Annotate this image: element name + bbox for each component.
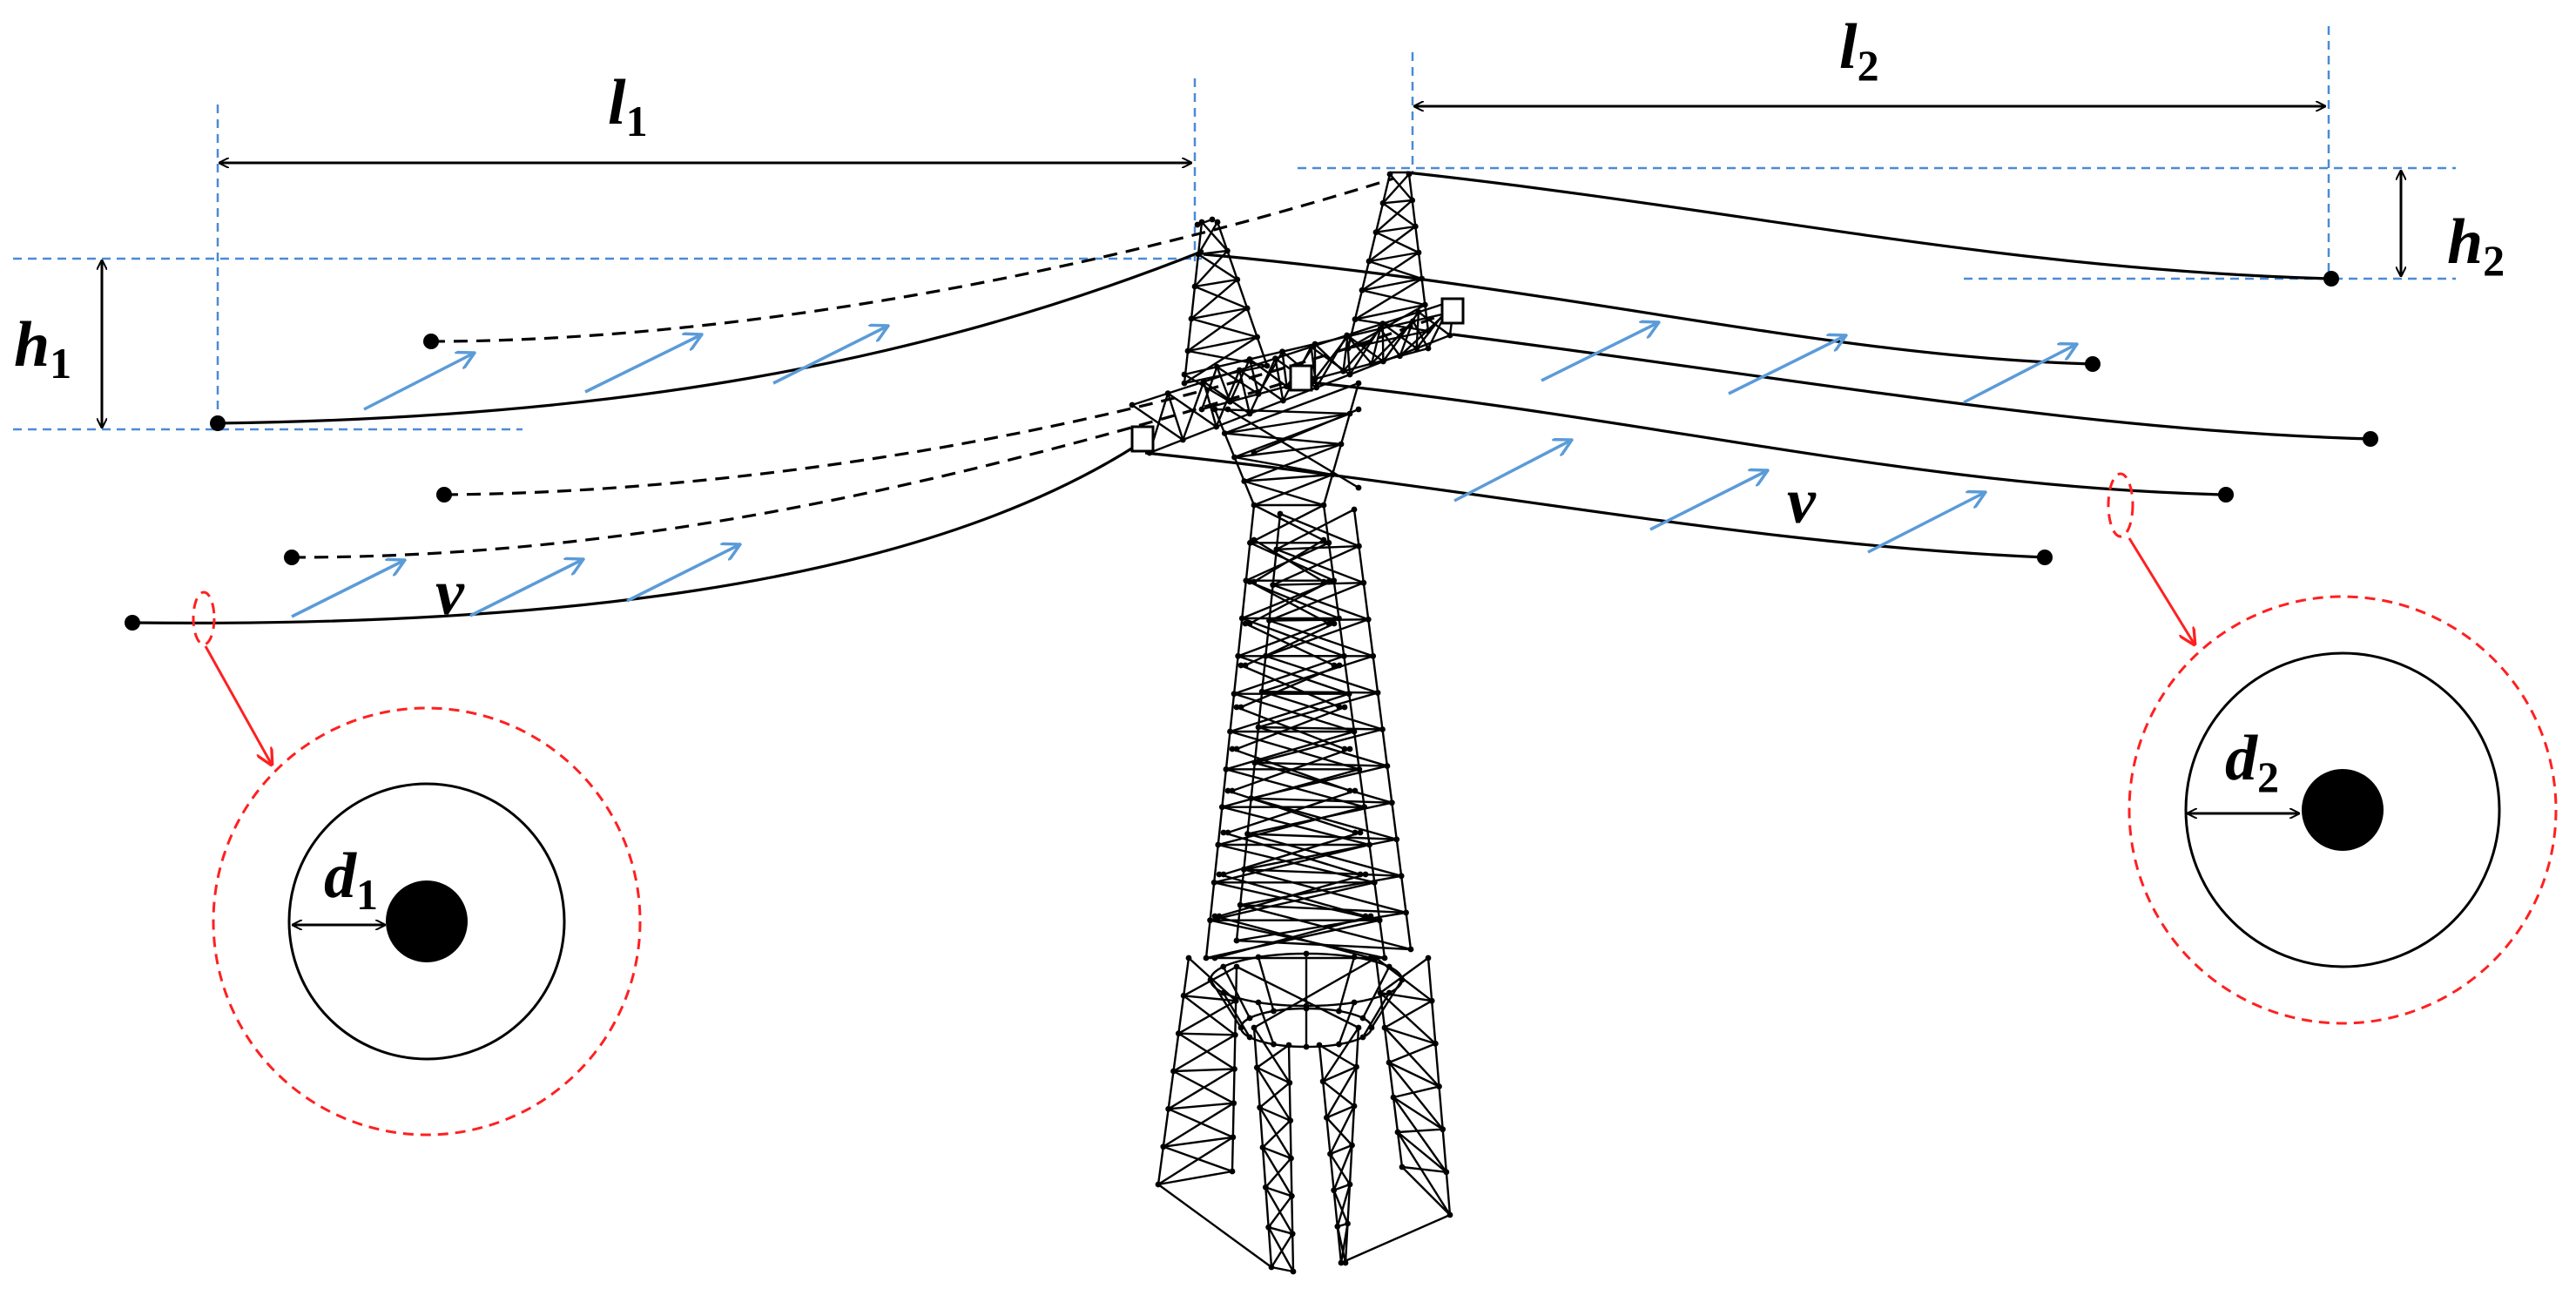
ice-thickness-right-label: d2 — [2225, 723, 2279, 801]
ground-wire-left — [217, 249, 1204, 425]
ground-wire-right — [1406, 171, 2332, 280]
conductor-end-nodes — [125, 271, 2378, 631]
ice-detail-right — [2107, 472, 2558, 1025]
height-right-label: h2 — [2447, 206, 2505, 285]
wind-speed-right-label: v — [1787, 466, 1817, 537]
ice-thickness-left-label: d1 — [324, 840, 378, 919]
ice-detail-left — [192, 590, 642, 1137]
conductor-right — [1144, 451, 2046, 559]
wind-speed-left-label: v — [435, 557, 465, 629]
height-left-label: h1 — [14, 309, 71, 388]
span-left-label: l1 — [608, 67, 648, 145]
wind-arrows — [291, 322, 2077, 618]
right-conductors — [1144, 171, 2371, 559]
conductor-left — [131, 438, 1146, 624]
dimension-arrows — [102, 106, 2401, 428]
guide-lines — [13, 26, 2456, 431]
span-right-label: l2 — [1839, 11, 1879, 90]
labels: l1 l2 h1 h2 d1 d2 v v — [14, 11, 2505, 919]
lattice-tower — [1129, 171, 1465, 1275]
